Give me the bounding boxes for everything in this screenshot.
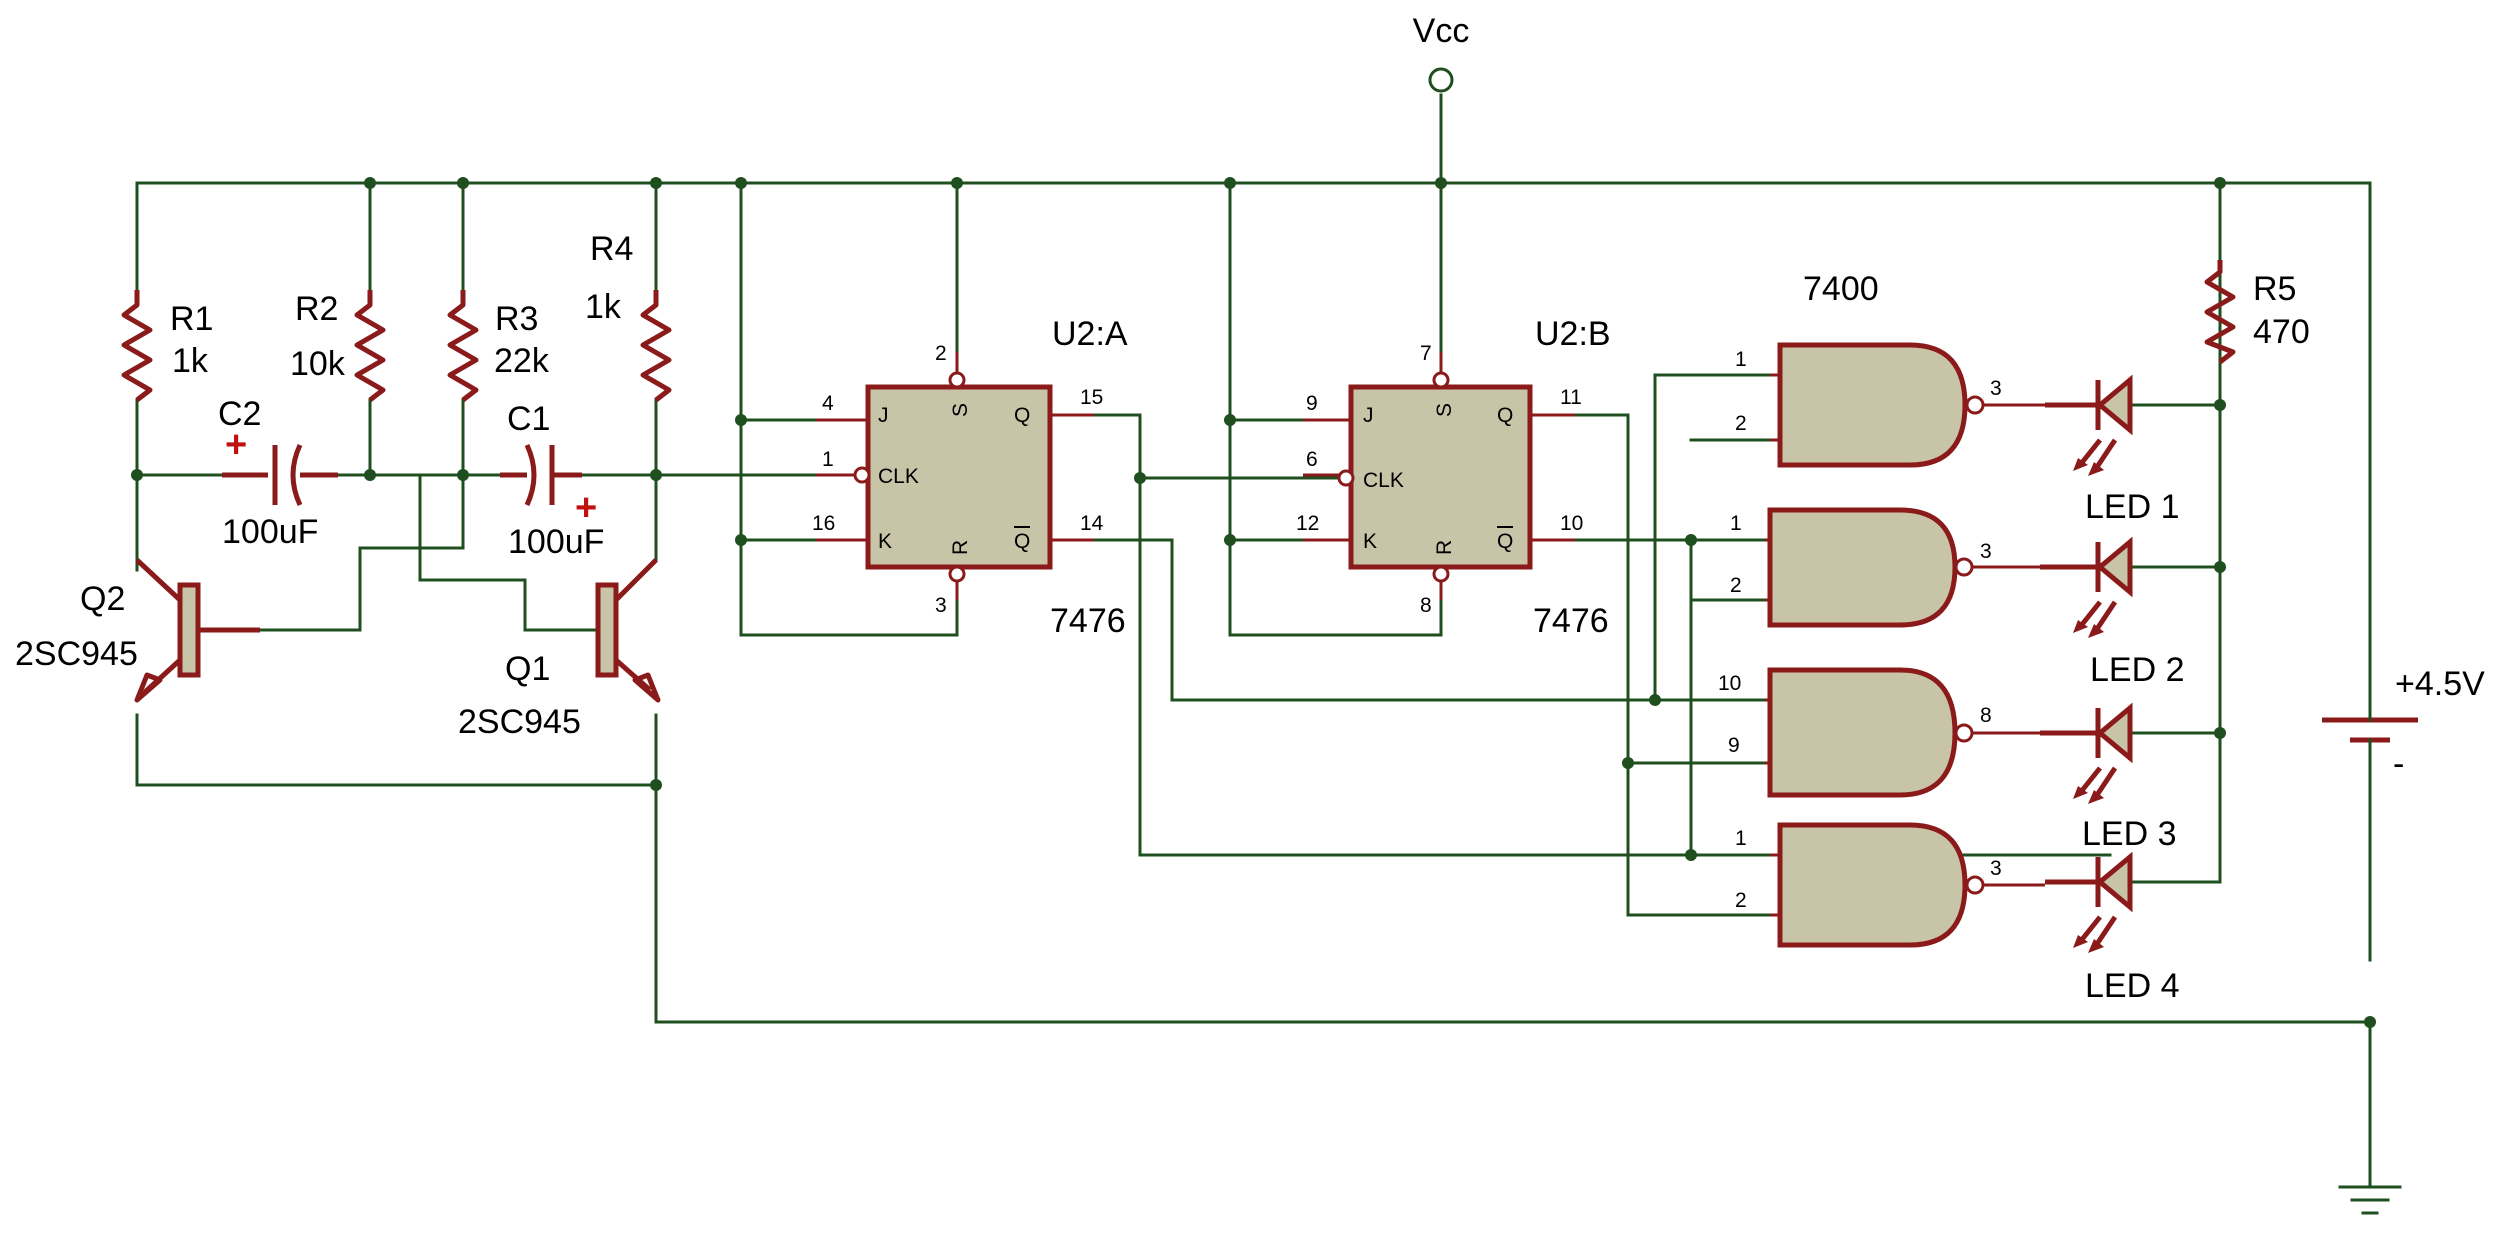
wires <box>135 93 2372 1187</box>
svg-text:Q: Q <box>1497 404 1513 427</box>
nand-gate-2: 1 2 3 <box>1730 507 2040 628</box>
svg-text:K: K <box>878 530 892 553</box>
svg-text:C1: C1 <box>507 400 550 438</box>
svg-text:R3: R3 <box>495 300 538 338</box>
led-3: LED 3 <box>2040 702 2177 853</box>
svg-text:3: 3 <box>935 594 947 617</box>
svg-text:7476: 7476 <box>1050 602 1126 640</box>
battery: +4.5V - <box>2322 665 2485 783</box>
svg-text:+: + <box>225 424 247 466</box>
svg-text:10k: 10k <box>290 345 346 383</box>
svg-text:R: R <box>949 540 972 555</box>
svg-text:R1: R1 <box>170 300 213 338</box>
svg-text:+: + <box>575 487 597 529</box>
svg-text:LED 2: LED 2 <box>2090 651 2185 689</box>
ground-symbol <box>2338 1185 2402 1215</box>
resistor-r4: R4 1k <box>585 230 672 402</box>
svg-text:J: J <box>1363 404 1374 427</box>
svg-text:22k: 22k <box>494 342 550 380</box>
capacitor-c2: + C2 100uF <box>218 395 338 551</box>
svg-text:10: 10 <box>1718 672 1741 695</box>
svg-text:Q: Q <box>1014 530 1030 553</box>
junction-dots <box>131 177 2376 1028</box>
svg-text:12: 12 <box>1296 512 1319 535</box>
svg-text:K: K <box>1363 530 1377 553</box>
svg-text:2: 2 <box>935 342 947 365</box>
svg-text:1: 1 <box>822 448 834 471</box>
resistor-r5: R5 470 <box>2204 260 2310 364</box>
svg-text:1: 1 <box>1735 348 1747 371</box>
nand-gate-4: 1 2 3 <box>1735 822 2045 948</box>
nand-gate-3: 10 9 8 <box>1718 667 2040 798</box>
svg-text:2SC945: 2SC945 <box>458 703 581 741</box>
led-1: LED 1 <box>2045 374 2180 526</box>
led-4: LED 4 <box>2045 851 2180 1005</box>
vcc-label: Vcc <box>1413 12 1470 50</box>
svg-text:Q: Q <box>1497 530 1513 553</box>
svg-text:100uF: 100uF <box>222 513 318 551</box>
transistor-q2: Q2 2SC945 <box>15 558 260 703</box>
svg-text:8: 8 <box>1980 704 1992 727</box>
svg-text:3: 3 <box>1980 540 1992 563</box>
svg-text:Q1: Q1 <box>505 650 550 688</box>
svg-text:Q2: Q2 <box>80 580 125 618</box>
svg-text:Q: Q <box>1014 404 1030 427</box>
svg-text:U2:B: U2:B <box>1535 315 1611 353</box>
resistor-r3: R3 22k <box>447 290 550 402</box>
top-rail-wire <box>135 181 2372 962</box>
nand-gate-1: 1 2 3 <box>1735 342 2045 468</box>
svg-text:14: 14 <box>1080 512 1104 535</box>
svg-text:6: 6 <box>1306 448 1318 471</box>
svg-text:LED 1: LED 1 <box>2085 488 2180 526</box>
svg-text:470: 470 <box>2253 313 2310 351</box>
svg-text:4: 4 <box>822 392 834 415</box>
svg-text:LED 4: LED 4 <box>2085 967 2180 1005</box>
svg-text:2: 2 <box>1730 574 1742 597</box>
svg-text:15: 15 <box>1080 386 1103 409</box>
svg-text:1k: 1k <box>172 342 209 380</box>
svg-text:J: J <box>878 404 889 427</box>
svg-text:R2: R2 <box>295 290 338 328</box>
resistor-r1: R1 1k <box>121 290 213 402</box>
svg-text:2: 2 <box>1735 412 1747 435</box>
svg-text:R5: R5 <box>2253 270 2296 308</box>
vcc-terminal <box>1428 67 1454 93</box>
svg-text:9: 9 <box>1728 734 1740 757</box>
svg-text:16: 16 <box>812 512 835 535</box>
svg-text:S: S <box>949 403 972 417</box>
svg-text:8: 8 <box>1420 594 1432 617</box>
svg-text:CLK: CLK <box>1363 469 1404 492</box>
capacitor-c1: + C1 100uF <box>500 400 604 561</box>
svg-text:7476: 7476 <box>1533 602 1609 640</box>
flipflop-u2b: 7 9 6 12 8 11 10 J CLK K S R Q Q U2:B 74… <box>1296 315 1611 640</box>
svg-text:S: S <box>1433 403 1456 417</box>
led-2: LED 2 <box>2040 536 2185 689</box>
svg-text:2SC945: 2SC945 <box>15 635 138 673</box>
svg-text:R: R <box>1433 540 1456 555</box>
svg-text:C2: C2 <box>218 395 261 433</box>
svg-text:3: 3 <box>1990 857 2002 880</box>
svg-text:1: 1 <box>1735 827 1747 850</box>
transistor-q1: Q1 2SC945 <box>458 558 661 741</box>
svg-text:2: 2 <box>1735 889 1747 912</box>
svg-text:9: 9 <box>1306 392 1318 415</box>
svg-text:11: 11 <box>1560 386 1582 409</box>
svg-text:+4.5V: +4.5V <box>2395 665 2485 703</box>
svg-text:CLK: CLK <box>878 465 919 488</box>
svg-text:1: 1 <box>1730 512 1742 535</box>
resistor-r2: R2 10k <box>290 290 386 402</box>
gates-part-label: 7400 <box>1803 270 1879 308</box>
svg-text:3: 3 <box>1990 377 2002 400</box>
svg-text:10: 10 <box>1560 512 1583 535</box>
flipflop-u2a: 2 4 1 16 3 15 14 J CLK K S R Q Q U2:A 74… <box>812 315 1128 640</box>
svg-text:-: - <box>2393 745 2404 783</box>
svg-text:U2:A: U2:A <box>1052 315 1128 353</box>
svg-text:100uF: 100uF <box>508 523 604 561</box>
svg-text:1k: 1k <box>585 288 622 326</box>
svg-text:LED 3: LED 3 <box>2082 815 2177 853</box>
svg-text:R4: R4 <box>590 230 633 268</box>
svg-text:7: 7 <box>1420 342 1432 365</box>
